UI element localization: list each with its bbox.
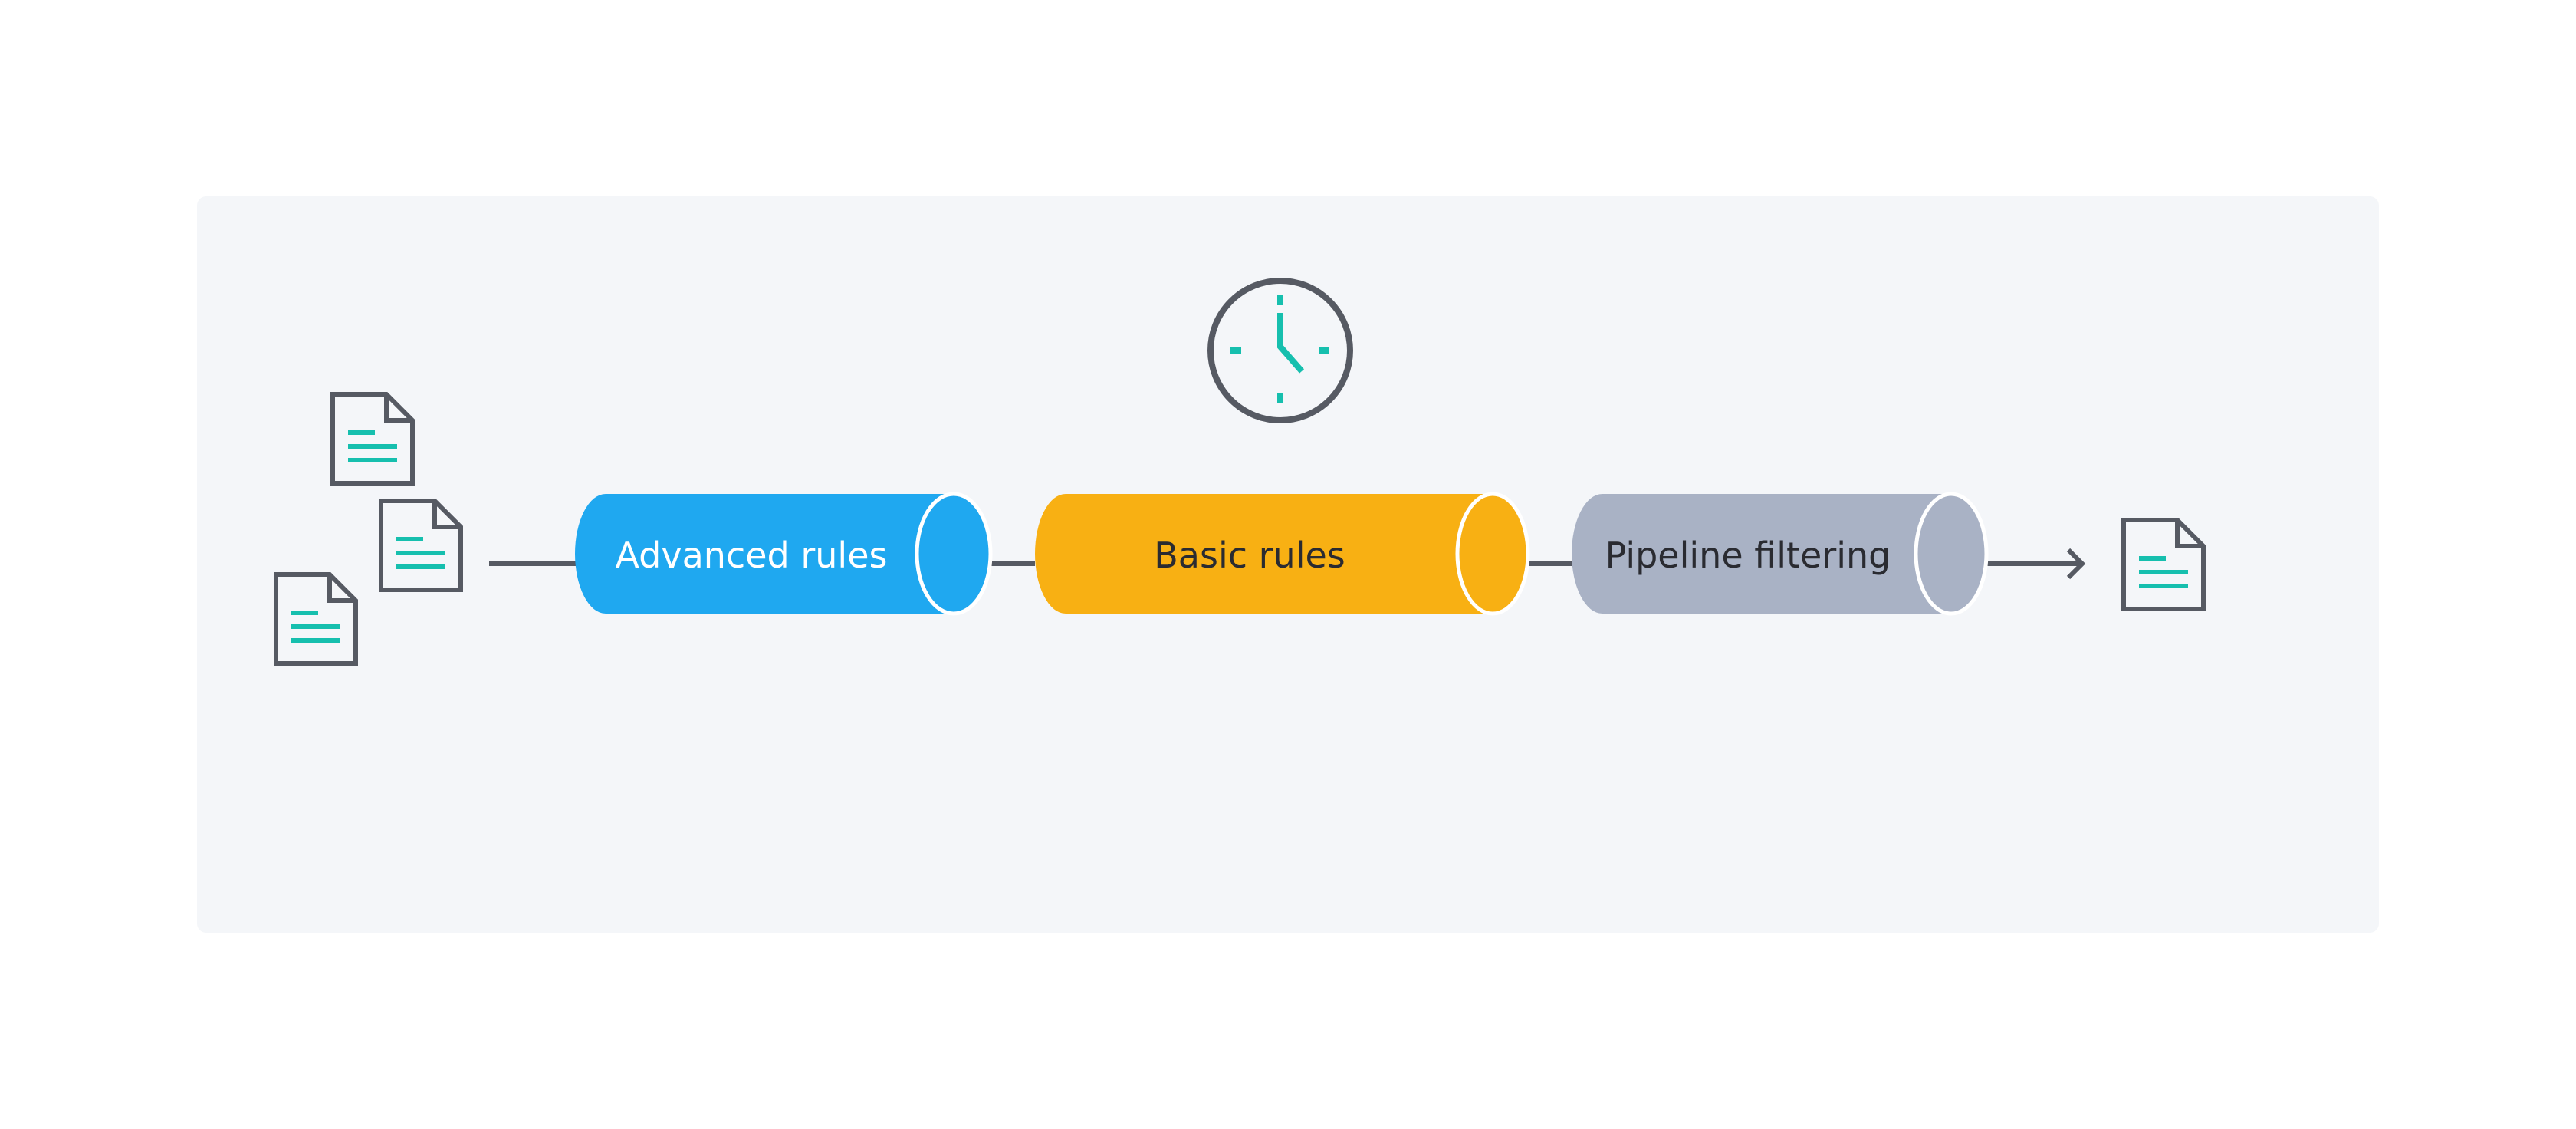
document-outline	[274, 572, 358, 666]
document-outline	[330, 392, 415, 486]
cylinder-cap	[1455, 492, 1530, 616]
cylinder-cap	[1914, 492, 1989, 616]
document-fold	[2175, 520, 2203, 548]
document-outline	[2121, 518, 2206, 611]
connectors	[489, 548, 2086, 580]
stage-pipeline-filtering: Pipeline filtering	[1572, 492, 1989, 616]
document-fold	[432, 501, 461, 529]
document-outline	[379, 499, 463, 592]
document-fold	[384, 394, 412, 423]
stage-basic-rules: Basic rules	[1035, 492, 1530, 616]
clock-icon	[1208, 278, 1353, 423]
document-fold	[327, 574, 356, 603]
cylinder-body	[1572, 494, 1949, 614]
stage-label: Basic rules	[1154, 535, 1346, 576]
stage-label: Pipeline filtering	[1605, 535, 1891, 576]
arrow-right-icon	[2066, 548, 2086, 580]
cylinder-body	[575, 494, 951, 614]
document-icon	[330, 392, 415, 486]
document-icon	[274, 572, 358, 666]
clock-hands	[1277, 313, 1305, 374]
document-icon	[379, 499, 463, 592]
cylinder-cap	[915, 492, 993, 616]
clock-face	[1208, 278, 1353, 423]
stage-label: Advanced rules	[616, 535, 888, 576]
stage-advanced-rules: Advanced rules	[575, 492, 993, 616]
document-icon	[2121, 518, 2206, 611]
cylinder-body	[1035, 494, 1491, 614]
